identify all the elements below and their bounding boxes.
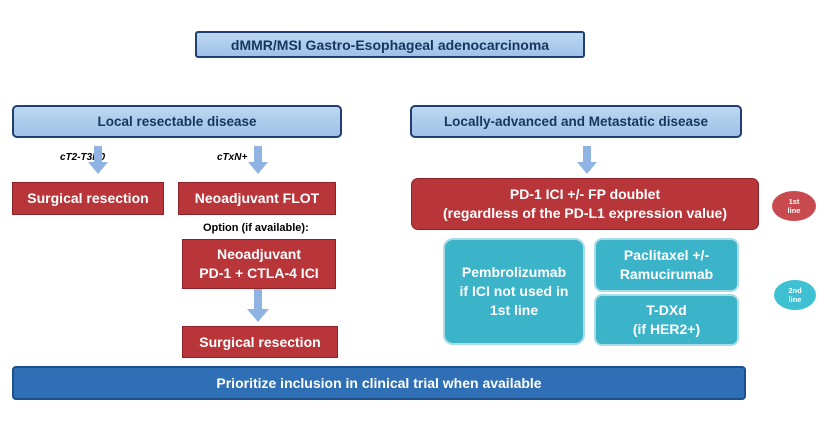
option-label: Option (if available):: [203, 222, 309, 234]
pacli-line1: Paclitaxel +/-: [623, 247, 710, 263]
tdxd-box: T-DXd (if HER2+): [594, 294, 739, 346]
badge-1st-line2: line: [787, 206, 801, 215]
surgical-resection-box: Surgical resection: [12, 182, 164, 215]
paclitaxel-box: Paclitaxel +/- Ramucirumab: [594, 238, 739, 292]
arrow-to-neoadjuvant-flot: [248, 146, 268, 176]
pembro-line3: 1st line: [489, 302, 539, 318]
first-line-line1: PD-1 ICI +/- FP doublet: [509, 186, 661, 202]
ctxn-plus-label: cTxN+: [217, 152, 248, 163]
badge-2nd-line2: line: [788, 295, 802, 304]
pacli-line2: Ramucirumab: [619, 266, 714, 282]
neoadjuvant-ici-box: Neoadjuvant PD-1 + CTLA-4 ICI: [182, 239, 336, 289]
tdxd-line2: (if HER2+): [632, 321, 701, 337]
ct2-t3n0-label: cT2-T3N0: [60, 152, 106, 163]
pembro-line2: if ICI not used in: [459, 283, 569, 299]
local-resectable-header: Local resectable disease: [12, 105, 342, 138]
first-line-treatment-box: PD-1 ICI +/- FP doublet (regardless of t…: [411, 178, 759, 230]
arrow-to-first-line: [577, 146, 597, 176]
arrow-to-surgical-resection-2: [247, 289, 269, 323]
second-line-badge: 2nd line: [774, 280, 816, 310]
tdxd-line1: T-DXd: [646, 302, 687, 318]
surgical-resection-box-2: Surgical resection: [182, 326, 338, 358]
diagram-title: dMMR/MSI Gastro-Esophageal adenocarcinom…: [195, 31, 585, 58]
neoadjuvant-ici-line2: PD-1 + CTLA-4 ICI: [199, 265, 319, 281]
neoadjuvant-ici-line1: Neoadjuvant: [216, 246, 301, 262]
clinical-trial-banner: Prioritize inclusion in clinical trial w…: [12, 366, 746, 400]
pembrolizumab-box: Pembrolizumab if ICI not used in 1st lin…: [443, 238, 585, 345]
badge-1st-line1: 1st: [788, 197, 800, 206]
first-line-badge: 1st line: [772, 191, 816, 221]
first-line-line2: (regardless of the PD-L1 expression valu…: [443, 205, 727, 221]
arrow-to-surgical-resection: [88, 146, 108, 176]
locally-advanced-header: Locally-advanced and Metastatic disease: [410, 105, 742, 138]
neoadjuvant-flot-box: Neoadjuvant FLOT: [178, 182, 336, 215]
pembro-line1: Pembrolizumab: [461, 264, 567, 280]
badge-2nd-line1: 2nd: [788, 286, 802, 295]
